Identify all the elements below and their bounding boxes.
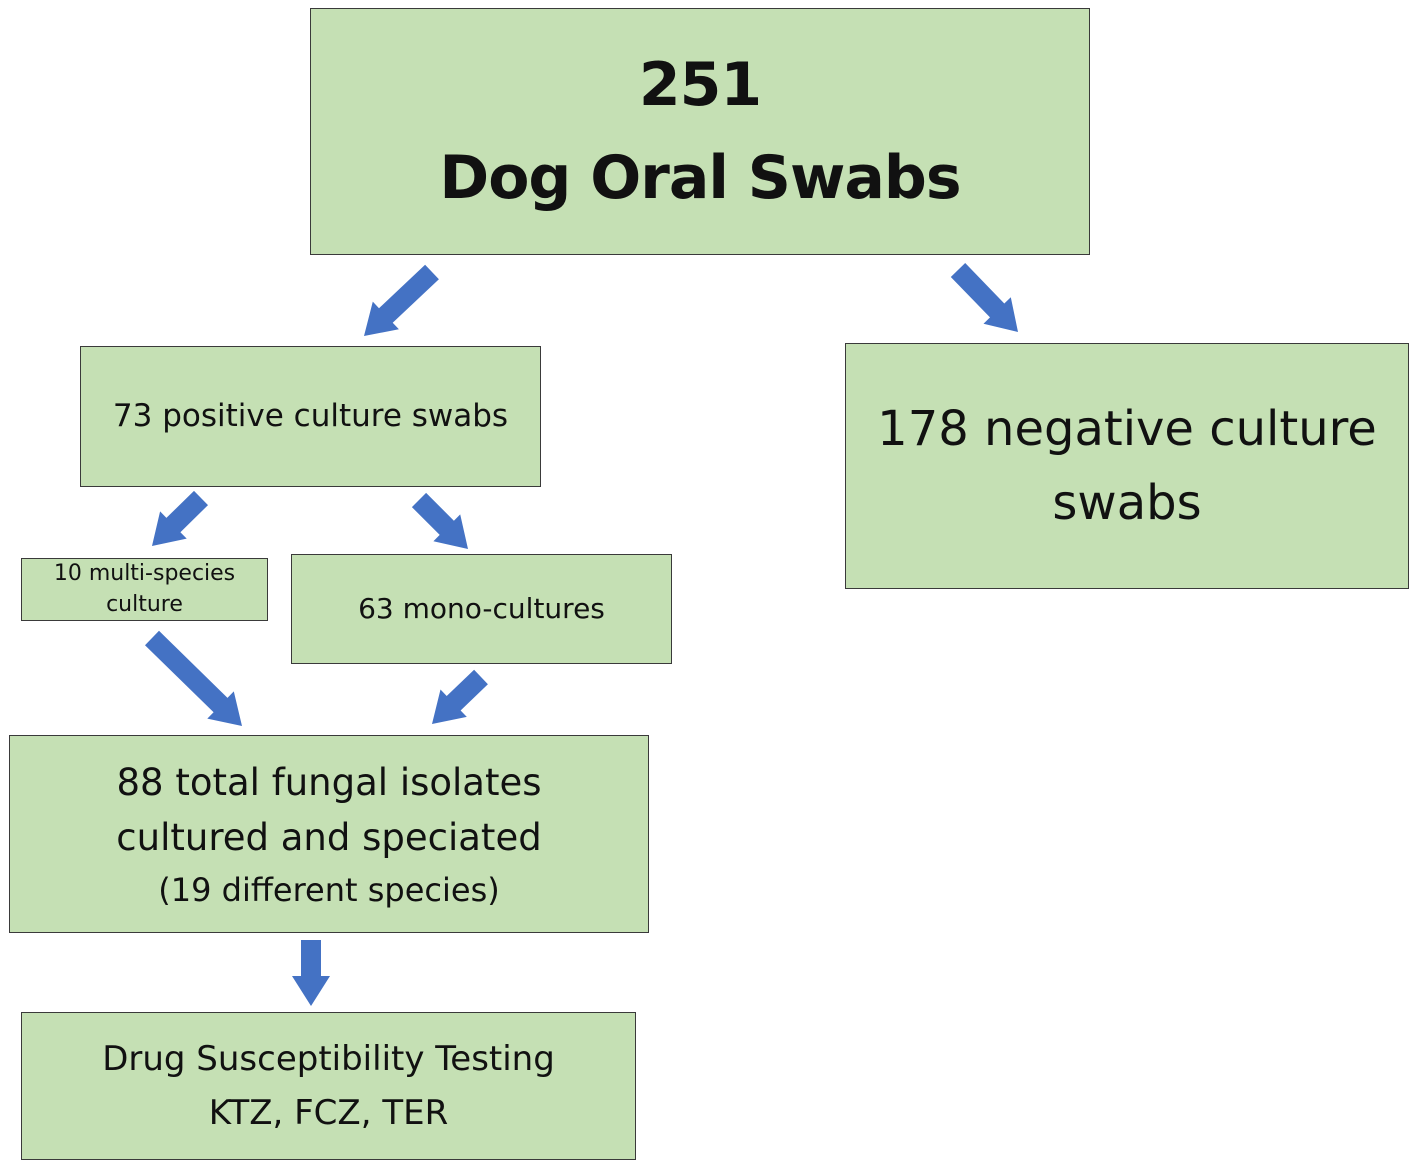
arrow-multi-to-isolates [145, 630, 242, 726]
arrow-root-to-negative [950, 263, 1018, 332]
node-negative-culture: 178 negative culture swabs [845, 343, 1409, 589]
node-dog-oral-swabs: 251 Dog Oral Swabs [310, 8, 1090, 255]
arrow-positive-to-multi [152, 490, 208, 546]
node-positive-label: 73 positive culture swabs [112, 397, 509, 434]
arrow-positive-to-mono [411, 492, 468, 549]
node-mono-label: 63 mono-cultures [358, 592, 605, 626]
node-root-count: 251 [638, 49, 762, 120]
node-positive-culture: 73 positive culture swabs [80, 346, 541, 487]
node-isolates-line-1: 88 total fungal isolates [116, 760, 542, 804]
node-isolates-line-2: cultured and speciated [116, 816, 542, 859]
node-drug-line-1: Drug Susceptibility Testing [102, 1038, 555, 1079]
arrow-root-to-positive [364, 264, 439, 336]
node-multi-species-culture: 10 multi-species culture [21, 558, 268, 621]
arrow-mono-to-isolates [432, 669, 488, 724]
node-root-label: Dog Oral Swabs [439, 142, 961, 213]
node-multi-line-1: 10 multi-species [53, 560, 236, 586]
node-mono-cultures: 63 mono-cultures [291, 554, 672, 664]
node-negative-line-1: 178 negative culture [877, 400, 1377, 457]
node-multi-line-2: culture [106, 591, 183, 617]
arrow-isolates-to-drug [292, 940, 330, 1006]
node-drug-line-2: KTZ, FCZ, TER [208, 1093, 449, 1133]
node-drug-susceptibility-testing: Drug Susceptibility Testing KTZ, FCZ, TE… [21, 1012, 636, 1160]
node-fungal-isolates: 88 total fungal isolates cultured and sp… [9, 735, 649, 933]
node-isolates-line-3: (19 different species) [158, 870, 500, 909]
node-negative-line-2: swabs [1052, 475, 1202, 531]
